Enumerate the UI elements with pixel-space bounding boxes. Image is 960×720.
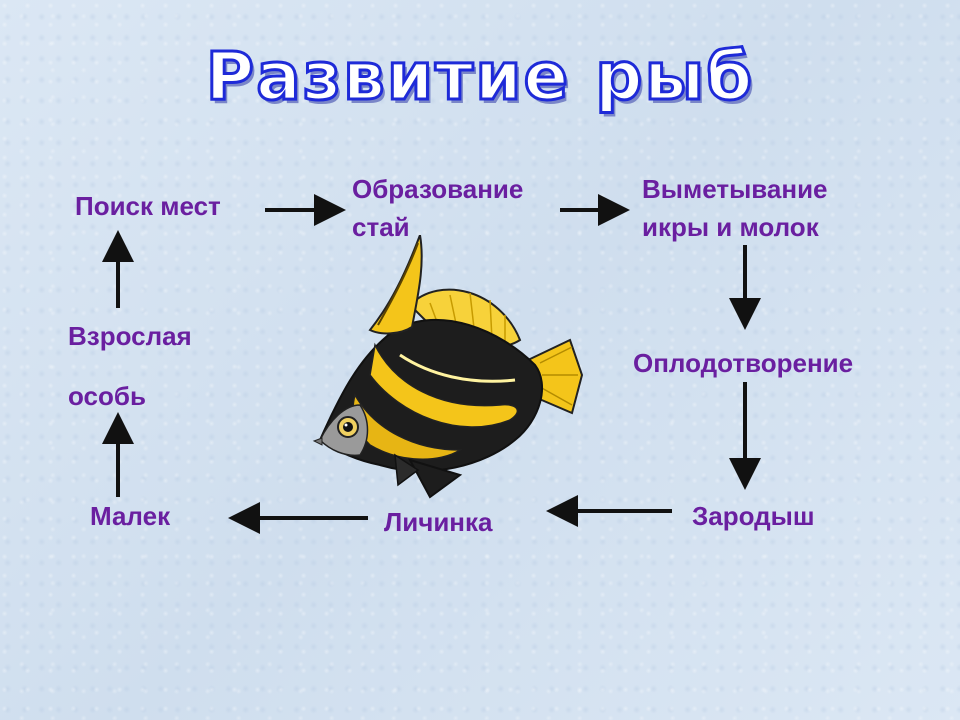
slide-title: Развитие рыб (204, 37, 755, 117)
stage-larva-label: Личинка (384, 507, 493, 537)
stage-adult: Взрослая особь (68, 306, 192, 426)
fish-yellow-band (369, 342, 519, 428)
fish-pelvic-fin (407, 458, 463, 499)
stage-school-line2: стай (352, 212, 410, 242)
stage-fry: Малек (90, 497, 170, 535)
stage-fertilization: Оплодотворение (633, 344, 853, 382)
stage-spawning-line2: икры и молок (642, 212, 819, 242)
stage-school-line1: Образование (352, 174, 524, 204)
stage-fry-label: Малек (90, 501, 171, 531)
stage-embryo: Зародыш (692, 497, 815, 535)
stage-embryo-label: Зародыш (692, 501, 815, 531)
stage-spawning-line1: Выметывание (642, 174, 828, 204)
stage-fertilization-label: Оплодотворение (633, 348, 854, 378)
stage-adult-line1: Взрослая (68, 321, 192, 351)
stage-larva: Личинка (384, 503, 492, 541)
stage-search-label: Поиск мест (75, 191, 221, 221)
stage-search-places: Поиск мест (75, 187, 221, 225)
stage-adult-line2: особь (68, 381, 146, 411)
fish-illustration (312, 235, 584, 499)
stage-school-formation: Образование стай (352, 170, 523, 246)
stage-spawning: Выметывание икры и молок (642, 170, 828, 246)
fish-banner-fin (368, 235, 423, 335)
